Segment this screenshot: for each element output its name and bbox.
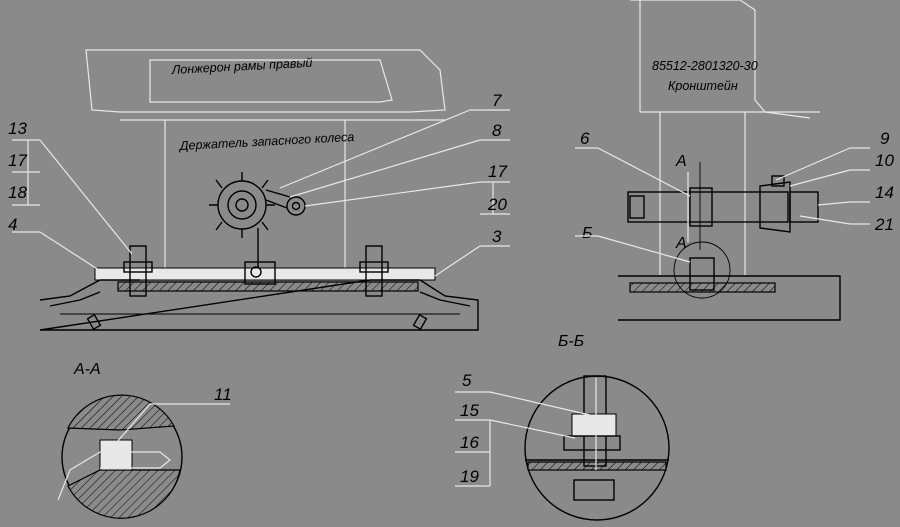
- section-aa-view: [57, 394, 230, 519]
- bracket-name-caption: Кронштейн: [668, 79, 738, 93]
- callout-11: 11: [214, 385, 232, 404]
- cut-a-bottom-label: А: [675, 235, 687, 252]
- bracket-view: [618, 0, 841, 321]
- section-bb-view: [524, 375, 670, 521]
- callout-9: 9: [880, 129, 890, 148]
- callout-5: 5: [462, 371, 472, 390]
- callout-6: 6: [580, 129, 590, 148]
- cut-a-top-label: А: [675, 153, 687, 170]
- spare-holder-caption: Держатель запасного колеса: [177, 130, 354, 153]
- main-view: [39, 49, 479, 331]
- callout-3: 3: [492, 227, 502, 246]
- callout-17-left: 17: [8, 151, 27, 170]
- callout-10: 10: [875, 151, 894, 170]
- section-bb-title: Б-Б: [558, 333, 584, 350]
- cut-b-label: Б: [582, 225, 592, 242]
- callout-8: 8: [492, 121, 502, 140]
- callout-21: 21: [874, 215, 894, 234]
- bracket-leaders: [575, 147, 870, 263]
- main-leaders: [12, 109, 510, 277]
- callout-13: 13: [8, 119, 27, 138]
- callout-18: 18: [8, 183, 27, 202]
- callout-16: 16: [460, 433, 479, 452]
- frame-rail-caption: Лонжерон рамы правый: [170, 56, 312, 77]
- bb-leaders: [455, 391, 591, 487]
- bracket-code-caption: 85512-2801320-30: [652, 59, 758, 73]
- callout-14: 14: [875, 183, 894, 202]
- callout-4: 4: [8, 215, 17, 234]
- callout-19: 19: [460, 467, 479, 486]
- callout-17-right: 17: [488, 162, 507, 181]
- section-aa-title: А-А: [73, 361, 101, 378]
- callout-15: 15: [460, 401, 479, 420]
- callout-7: 7: [492, 91, 502, 110]
- callout-20: 20: [487, 195, 507, 214]
